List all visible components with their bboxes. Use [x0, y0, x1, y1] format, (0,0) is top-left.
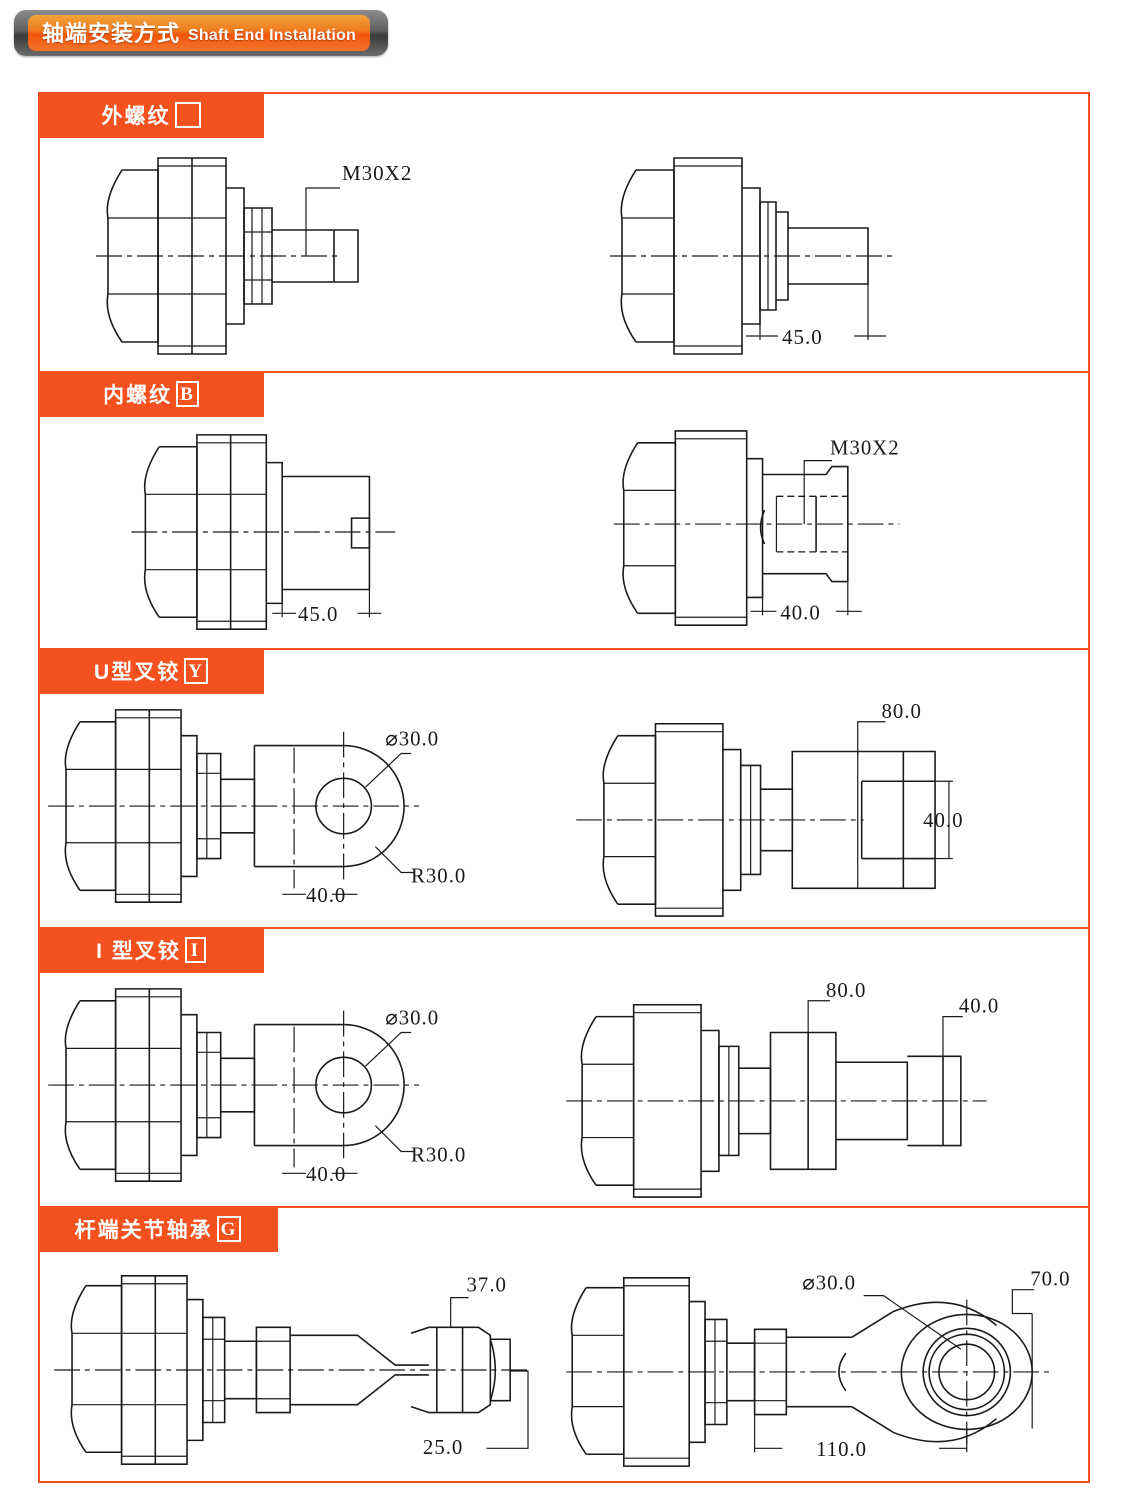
dim-label: ⌀30.0	[385, 727, 439, 751]
dim-label: M30X2	[830, 436, 900, 460]
row-label-text: 内螺纹	[103, 384, 173, 407]
dim-label: 45.0	[298, 602, 338, 626]
dim-label: R30.0	[411, 1142, 466, 1166]
page-header-pill: 轴端安装方式 Shaft End Installation	[28, 15, 370, 51]
figure-internal-thread-end-view: 45.0	[40, 419, 564, 648]
row-figures: ⌀30.0 R30.0 40.0	[40, 975, 1088, 1206]
table-row: 外螺纹	[38, 92, 1088, 371]
dim-label: 40.0	[780, 600, 820, 624]
dim-label: ⌀30.0	[802, 1271, 856, 1295]
dim-label: 80.0	[826, 978, 866, 1002]
figure-i-clevis-side-view: ⌀30.0 R30.0 40.0	[40, 975, 564, 1206]
figure-external-thread-length-view: 45.0	[564, 140, 1088, 371]
dim-label: 25.0	[423, 1435, 463, 1459]
dim-label: 40.0	[306, 883, 346, 907]
figure-i-clevis-top-view: 80.0 40.0	[564, 975, 1088, 1206]
page-title-cn: 轴端安装方式	[42, 21, 181, 46]
figure-external-thread-side-view: M30X2	[40, 140, 564, 371]
page-title-en: Shaft End Installation	[188, 27, 356, 44]
dim-label: 70.0	[1030, 1267, 1070, 1291]
row-label-code	[174, 102, 201, 128]
row-figures: M30X2	[40, 140, 1088, 371]
dim-label: R30.0	[411, 863, 466, 887]
table-row: I 型叉铰 I	[38, 927, 1088, 1206]
dim-label: 40.0	[923, 808, 963, 832]
figure-u-clevis-side-view: ⌀30.0 R30.0 40.0	[40, 696, 564, 927]
figure-u-clevis-top-view: 80.0 40.0	[564, 696, 1088, 927]
figure-rod-end-bearing-front-view: ⌀30.0 70.0 110.0	[564, 1254, 1088, 1481]
row-label-text: 外螺纹	[101, 105, 171, 128]
dim-label: 40.0	[959, 994, 999, 1018]
row-figures: ⌀30.0 R30.0 40.0	[40, 696, 1088, 927]
figure-internal-thread-section-view: M30X2 40.0	[564, 419, 1088, 648]
row-label-code: Y	[184, 658, 208, 684]
dim-label: M30X2	[342, 161, 412, 185]
row-label-text: 杆端关节轴承	[74, 1219, 213, 1242]
dim-label: ⌀30.0	[385, 1006, 439, 1030]
row-figures: 45.0	[40, 419, 1088, 648]
row-label-code: B	[176, 381, 199, 407]
row-label-rod-end-bearing: 杆端关节轴承 G	[38, 1206, 278, 1252]
row-label-code: G	[216, 1216, 242, 1242]
dim-label: 40.0	[306, 1162, 346, 1186]
page-header-banner: 轴端安装方式 Shaft End Installation	[14, 10, 388, 56]
row-label-code: I	[184, 937, 206, 963]
row-label-i-clevis: I 型叉铰 I	[38, 927, 264, 973]
installation-types-table: 外螺纹	[38, 92, 1090, 1483]
dim-label: 110.0	[816, 1437, 867, 1461]
table-row: 内螺纹 B	[38, 371, 1088, 648]
dim-label: 80.0	[882, 699, 922, 723]
dim-label: 37.0	[467, 1273, 507, 1297]
figure-rod-end-bearing-side-view: 37.0 25.0	[40, 1254, 564, 1481]
row-figures: 37.0 25.0	[40, 1254, 1088, 1481]
table-row: U型叉铰 Y	[38, 648, 1088, 927]
table-row: 杆端关节轴承 G	[38, 1206, 1088, 1481]
row-label-external-thread: 外螺纹	[38, 92, 264, 138]
row-label-u-clevis: U型叉铰 Y	[38, 648, 264, 694]
dim-label: 45.0	[782, 325, 823, 349]
row-label-internal-thread: 内螺纹 B	[38, 371, 264, 417]
row-label-text: I 型叉铰	[96, 940, 181, 963]
row-label-text: U型叉铰	[94, 661, 181, 684]
